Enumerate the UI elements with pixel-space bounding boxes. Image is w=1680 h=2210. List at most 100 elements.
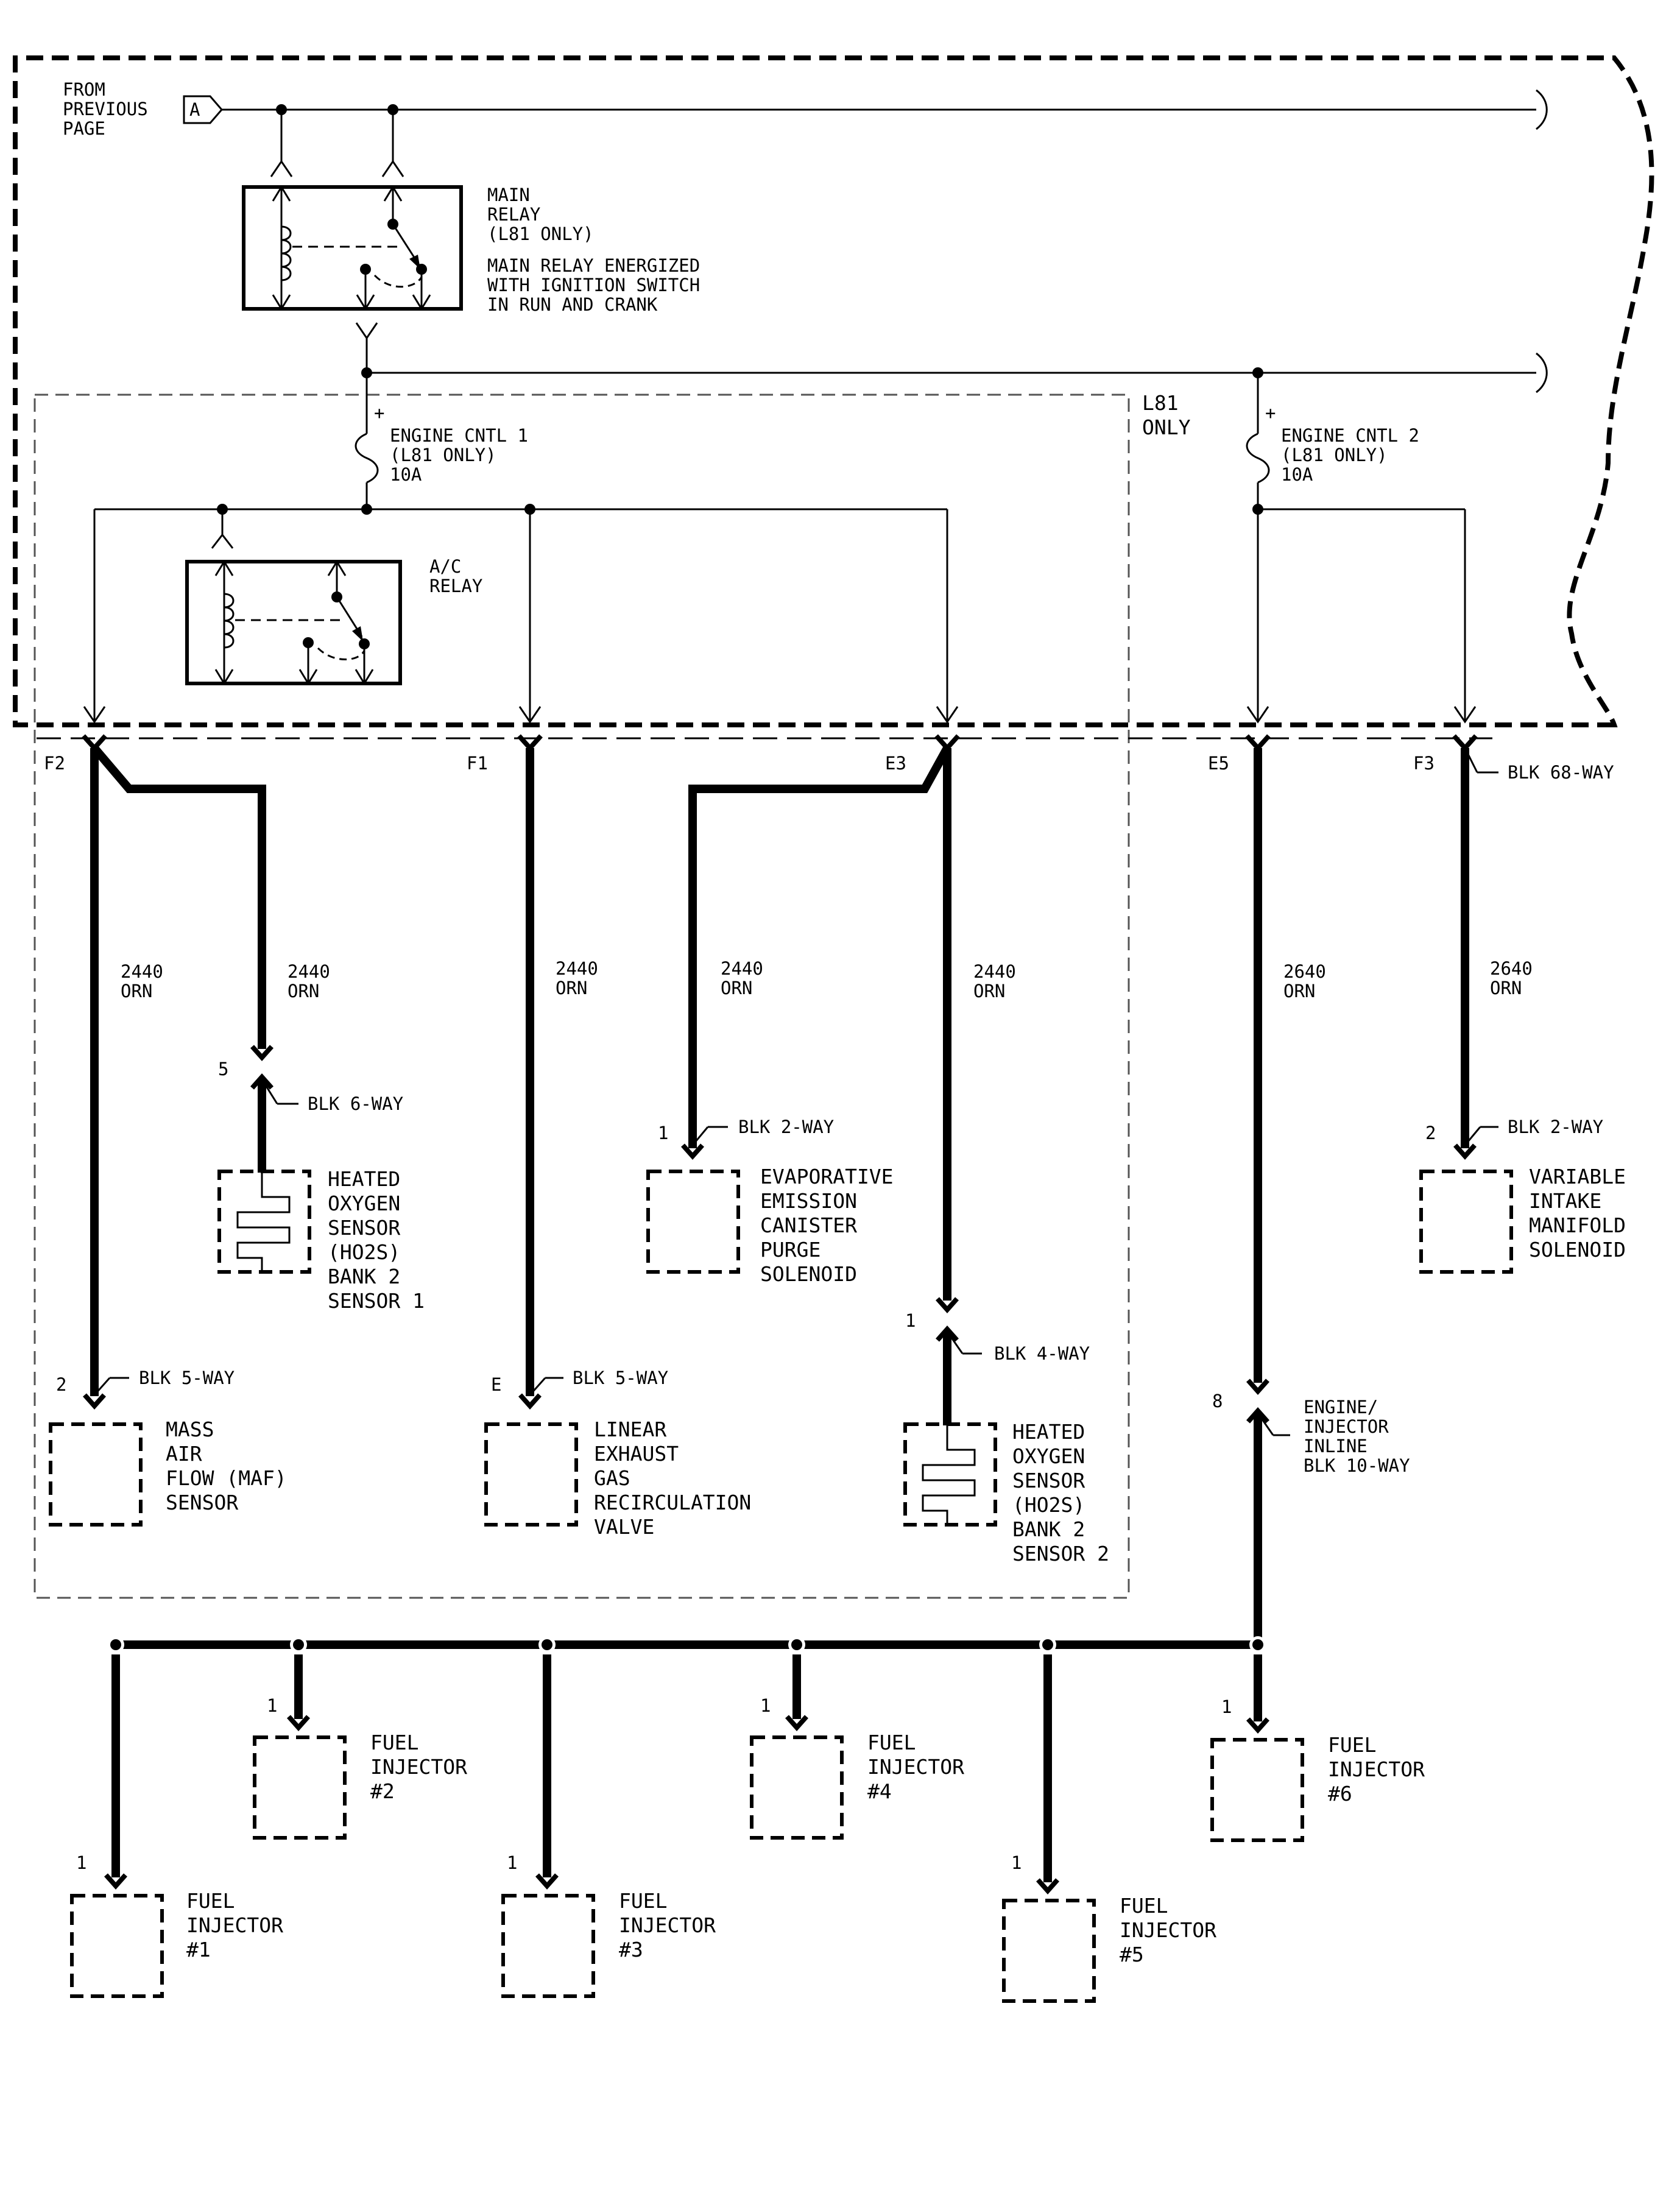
connector-chevron: [250, 1045, 274, 1062]
ac-relay-label: RELAY: [429, 576, 482, 596]
fuse1-symbol: [355, 432, 379, 484]
wire-label: 2640: [1283, 961, 1326, 982]
wire-label: ORN: [556, 978, 587, 998]
connector-pin: 1: [905, 1310, 916, 1331]
component-label: SOLENOID: [1529, 1238, 1626, 1262]
connector-leader: [691, 1126, 709, 1146]
wire-label: ORN: [721, 978, 752, 998]
pin-f2: F2: [44, 753, 65, 774]
connector-pin: 2: [1425, 1123, 1436, 1143]
main-relay-note: WITH IGNITION SWITCH: [487, 275, 700, 295]
component-label: GAS: [594, 1466, 630, 1490]
component-label: SENSOR 2: [1012, 1542, 1109, 1566]
pin-e3: E3: [885, 753, 906, 774]
evap-solenoid-box[interactable]: [646, 1170, 740, 1274]
component-label: SENSOR: [1012, 1469, 1085, 1492]
fuse2-polarity: +: [1265, 403, 1276, 423]
connector-leader: [93, 1377, 111, 1396]
main-relay-title: (L81 ONLY): [487, 224, 594, 244]
connector-label: BLK 5-WAY: [573, 1368, 668, 1388]
e5-arrow: [1246, 706, 1269, 724]
source-label: PREVIOUS: [63, 99, 148, 119]
page-ref-flag[interactable]: [183, 95, 223, 124]
injector-label: #3: [619, 1938, 643, 1961]
injector-label: FUEL: [1120, 1894, 1168, 1918]
ho2s-b2s1-box[interactable]: [217, 1170, 311, 1274]
main-relay-note: IN RUN AND CRANK: [487, 294, 658, 315]
splice: [361, 504, 372, 515]
component-label: MANIFOLD: [1529, 1213, 1626, 1237]
egr-valve-box[interactable]: [484, 1422, 578, 1527]
zone-label: ONLY: [1142, 415, 1191, 439]
injector-label: FUEL: [370, 1731, 418, 1754]
injector-2-box[interactable]: [253, 1735, 347, 1840]
vims-box[interactable]: [1419, 1170, 1513, 1274]
component-label: SENSOR: [328, 1216, 400, 1240]
e3-arrow: [936, 706, 959, 724]
component-label: BANK 2: [1012, 1517, 1085, 1541]
pin-f1: F1: [467, 753, 488, 774]
component-label: BANK 2: [328, 1265, 400, 1288]
fuse1-label: ENGINE CNTL 1: [390, 425, 528, 446]
wire-label: 2440: [721, 958, 763, 979]
wire-label: ORN: [1490, 978, 1522, 998]
injector-label: #4: [867, 1779, 892, 1803]
injector-label: INJECTOR: [1328, 1757, 1425, 1781]
main-relay: [242, 185, 463, 311]
connector-pin: 1: [267, 1695, 277, 1716]
connector-label: INJECTOR: [1304, 1416, 1389, 1437]
fuse1-label: (L81 ONLY): [390, 445, 496, 465]
wire-label: ORN: [121, 981, 152, 1001]
page-ref-label: A: [189, 99, 200, 120]
connector-chevron: [518, 1393, 542, 1410]
pin-e5: E5: [1208, 753, 1229, 774]
pin-f3: F3: [1413, 753, 1435, 774]
connector-chevron: [1246, 1717, 1269, 1734]
bus-break-top: [1536, 89, 1548, 130]
component-label: RECIRCULATION: [594, 1491, 751, 1514]
wire-label: 2440: [288, 961, 330, 982]
source-label: FROM: [63, 79, 105, 100]
component-label: (HO2S): [328, 1240, 400, 1264]
ho2s-b2s2-box[interactable]: [903, 1422, 997, 1527]
injector-4-box[interactable]: [750, 1735, 844, 1840]
connector-chevron: [1246, 1407, 1269, 1424]
component-label: OXYGEN: [328, 1191, 400, 1215]
connector-pin: 1: [1011, 1852, 1022, 1873]
injector-6-box[interactable]: [1210, 1738, 1304, 1842]
injector-1-box[interactable]: [70, 1894, 164, 1998]
injector-3-box[interactable]: [501, 1894, 595, 1998]
fuse2-label: (L81 ONLY): [1281, 445, 1388, 465]
fuse-block-frame: [13, 55, 1654, 727]
component-label: SOLENOID: [760, 1262, 857, 1286]
bus-splices: [107, 1636, 1266, 1653]
injector-label: INJECTOR: [1120, 1918, 1216, 1942]
component-label: MASS: [166, 1417, 214, 1441]
relay-output-terminal: [355, 322, 378, 340]
connector-leader: [946, 1331, 964, 1354]
f2-arrow: [83, 706, 106, 724]
connector-pin: 2: [56, 1374, 66, 1395]
connector-chevron: [104, 1873, 127, 1890]
fuse1-label: 10A: [390, 464, 422, 485]
injector-label: INJECTOR: [867, 1755, 964, 1779]
connector-pin: 1: [76, 1852, 86, 1873]
component-label: INTAKE: [1529, 1189, 1601, 1213]
f3-arrow: [1453, 706, 1477, 724]
component-label: EVAPORATIVE: [760, 1165, 894, 1188]
ac-relay-terminal: [211, 533, 234, 549]
component-label: FLOW (MAF): [166, 1466, 287, 1490]
heater-element-icon: [236, 1173, 291, 1272]
fuse1-polarity: +: [374, 403, 384, 423]
connector-chevron: [535, 1873, 559, 1890]
connector-label: ENGINE/: [1304, 1397, 1378, 1417]
wire-label: 2440: [556, 958, 598, 979]
injector-label: INJECTOR: [619, 1913, 716, 1937]
maf-sensor-box[interactable]: [49, 1422, 143, 1527]
injector-5-box[interactable]: [1002, 1899, 1096, 2003]
relay-terminal: [270, 160, 293, 177]
wire-label: ORN: [1283, 981, 1315, 1001]
source-label: PAGE: [63, 118, 105, 139]
connector-label: BLK 10-WAY: [1304, 1455, 1410, 1476]
connector-chevron: [1246, 1379, 1269, 1396]
